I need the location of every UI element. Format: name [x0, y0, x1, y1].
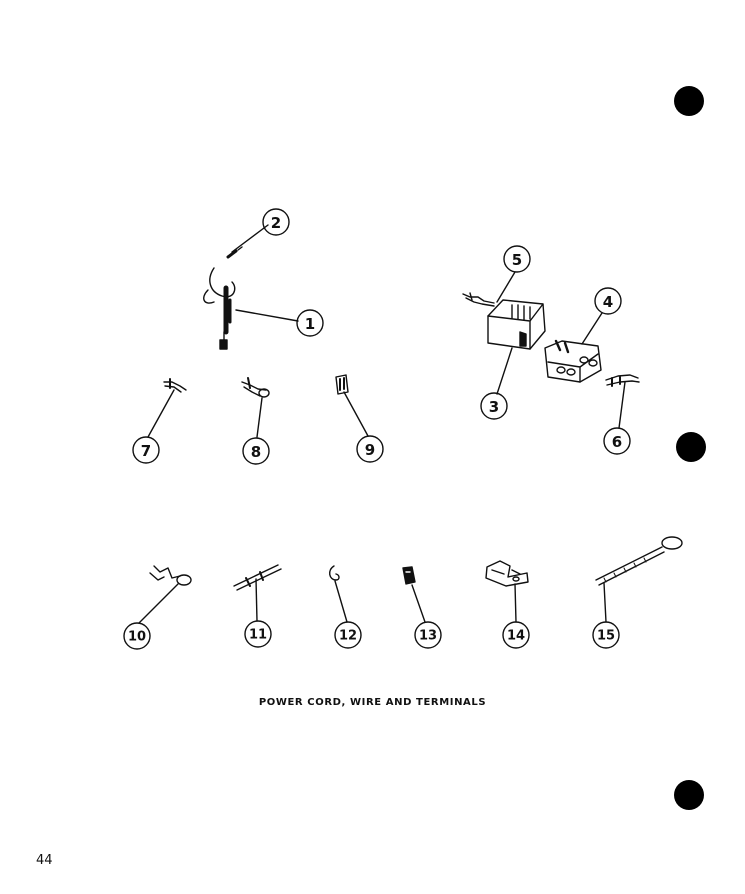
callout-circle-6: [603, 427, 631, 455]
callout-number-4: 4: [603, 293, 613, 311]
terminal-part-7: [163, 378, 187, 393]
callout-circle-7: [132, 436, 160, 464]
cord-tip-part: [226, 246, 243, 259]
leader-lines: [138, 224, 626, 624]
callout-number-13: 13: [419, 629, 437, 644]
small-connector-part: [402, 566, 416, 585]
callout-circles: [123, 208, 631, 650]
callout-circle-4: [594, 287, 622, 315]
callout-circle-9: [356, 435, 384, 463]
callout-number-10: 10: [128, 630, 146, 645]
callout-circle-12: [334, 621, 362, 649]
terminal-part-6: [605, 374, 640, 387]
clip-part: [335, 374, 349, 395]
callout-number-5: 5: [512, 251, 522, 269]
binder-hole-top: [674, 86, 704, 116]
callout-circle-10: [123, 622, 151, 650]
callout-number-7: 7: [141, 442, 151, 460]
callout-number-2: 2: [271, 214, 281, 232]
callout-number-9: 9: [365, 441, 375, 459]
cable-tie-part: [595, 536, 683, 586]
binder-hole-middle: [676, 432, 706, 462]
callout-number-8: 8: [251, 443, 261, 461]
connector-housing-part: [487, 299, 546, 350]
callout-number-1: 1: [305, 315, 315, 333]
ring-terminal-part: [149, 565, 192, 586]
terminal-part-8: [241, 377, 270, 398]
callout-number-14: 14: [507, 629, 525, 644]
page-number: 44: [36, 853, 53, 868]
callout-circle-5: [503, 245, 531, 273]
callout-circle-2: [262, 208, 290, 236]
callout-circle-13: [414, 621, 442, 649]
binder-hole-bottom: [674, 780, 704, 810]
diagram-caption: POWER CORD, WIRE AND TERMINALS: [258, 697, 487, 708]
callout-circle-8: [242, 437, 270, 465]
bracket-part: [485, 560, 529, 587]
hook-part: [329, 565, 340, 581]
callout-circle-11: [244, 620, 272, 648]
terminal-part-5: [462, 292, 495, 307]
callout-number-6: 6: [612, 433, 622, 451]
callout-number-3: 3: [489, 398, 499, 416]
connector-plug-part: [544, 339, 602, 383]
splice-terminal-part: [233, 564, 282, 591]
callout-circle-3: [480, 392, 508, 420]
power-cord-part: [203, 267, 236, 350]
callout-circle-14: [502, 621, 530, 649]
callout-number-15: 15: [597, 629, 615, 644]
callout-circle-15: [592, 621, 620, 649]
callout-number-12: 12: [339, 629, 357, 644]
callout-circle-1: [296, 309, 324, 337]
callout-number-11: 11: [249, 628, 267, 643]
